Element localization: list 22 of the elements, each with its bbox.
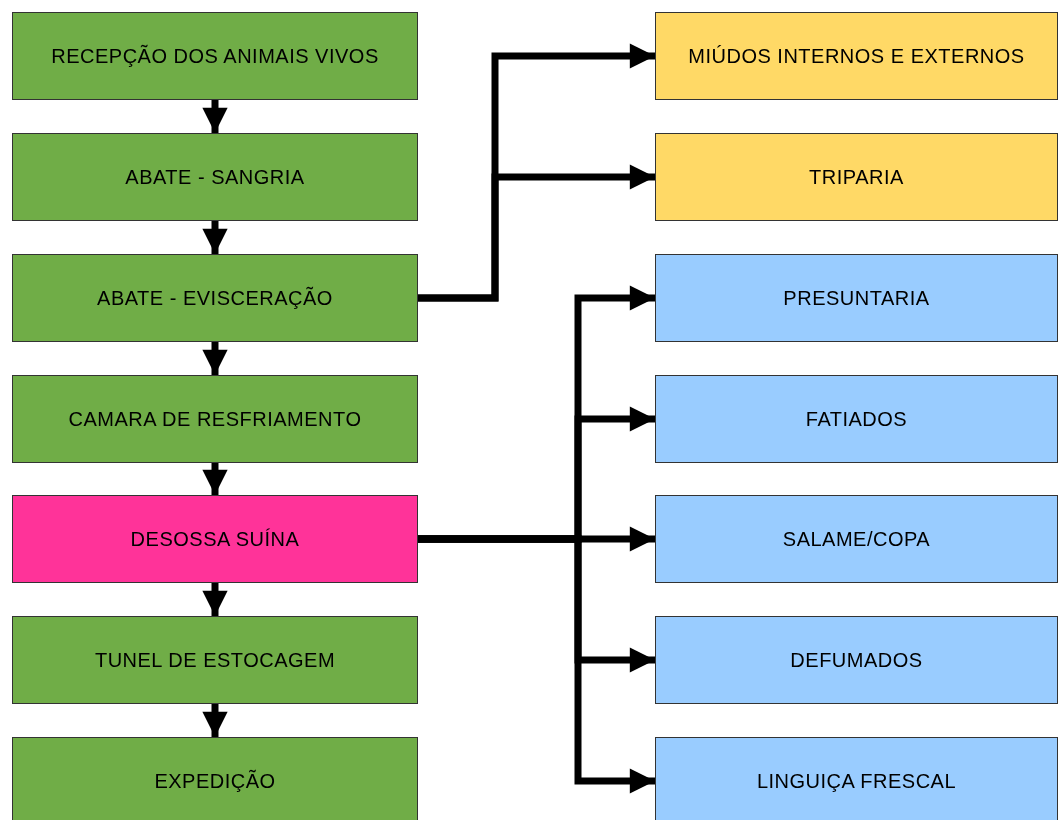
arrow [202,704,228,737]
process-box: SALAME/COPA [655,495,1058,583]
process-box: RECEPÇÃO DOS ANIMAIS VIVOS [12,12,418,100]
arrow [202,221,228,254]
process-box: FATIADOS [655,375,1058,463]
process-box: CAMARA DE RESFRIAMENTO [12,375,418,463]
process-box: LINGUIÇA FRESCAL [655,737,1058,820]
arrow [202,463,228,495]
arrow [202,342,228,375]
process-box: DEFUMADOS [655,616,1058,704]
process-box: ABATE - EVISCERAÇÃO [12,254,418,342]
process-box: MIÚDOS INTERNOS E EXTERNOS [655,12,1058,100]
process-box: PRESUNTARIA [655,254,1058,342]
process-box: EXPEDIÇÃO [12,737,418,820]
process-box: TRIPARIA [655,133,1058,221]
process-box: ABATE - SANGRIA [12,133,418,221]
arrow [202,100,228,133]
arrow [202,583,228,616]
arrow [418,535,655,794]
process-box: TUNEL DE ESTOCAGEM [12,616,418,704]
process-box: DESOSSA SUÍNA [12,495,418,583]
arrow [418,164,655,302]
